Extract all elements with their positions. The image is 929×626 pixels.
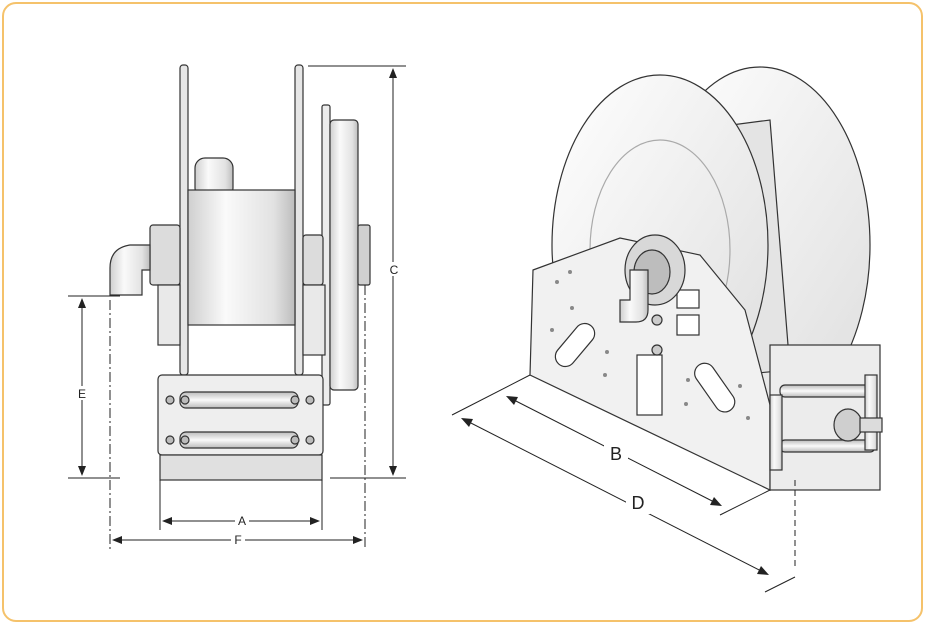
outlet-nozzle [859,417,883,433]
dimension-label-b: B [610,444,622,464]
left-hub [149,224,181,286]
label-f-bg [231,533,245,547]
fitting-nut [651,314,663,326]
base-foot [159,454,323,481]
outer-disc [329,119,359,391]
side-view-dimensions [68,65,406,550]
dimension-label-f: F [234,533,241,547]
label-c-bg [387,262,401,276]
decal-lower [676,314,700,336]
right-flange [294,64,304,376]
side-view-arrowheads [78,68,397,544]
frame-slot-left [554,322,596,368]
isometric-view-reel [529,66,883,491]
label-e-bg [75,386,89,400]
guide-roller-upper [779,384,876,398]
dimension-label-c: C [390,263,399,277]
lower-roller [179,431,299,449]
guide-roller-right [864,374,878,451]
guide-roller-left [769,394,783,471]
frame-slot-right [694,362,736,413]
upper-roller [179,391,299,409]
decal-upper [676,289,700,309]
iso-view-arrowheads [461,396,769,575]
drum [187,189,296,326]
frame-bolt-holes [550,270,750,420]
left-flange [179,64,189,376]
dimension-label-e: E [78,387,86,401]
info-plate [636,354,663,416]
side-view-reel [109,64,371,481]
dimension-label-a: A [238,514,246,528]
guide-roller-lower [779,439,876,453]
right-hub [302,234,324,286]
base-bolts [165,395,315,445]
right-hub-cap [357,224,371,286]
outlet-fitting [833,408,863,442]
right-support-plate [302,284,326,356]
inlet-elbow [619,269,649,323]
label-b-bg [604,441,628,465]
inlet-swivel-elbow [109,244,151,296]
fitting-nut-lower [651,344,663,356]
label-d-bg [626,490,650,514]
roller-guide-frame [769,344,881,491]
dimension-label-d: D [632,493,645,513]
left-support-plate [157,284,181,346]
label-a-bg [235,514,249,528]
